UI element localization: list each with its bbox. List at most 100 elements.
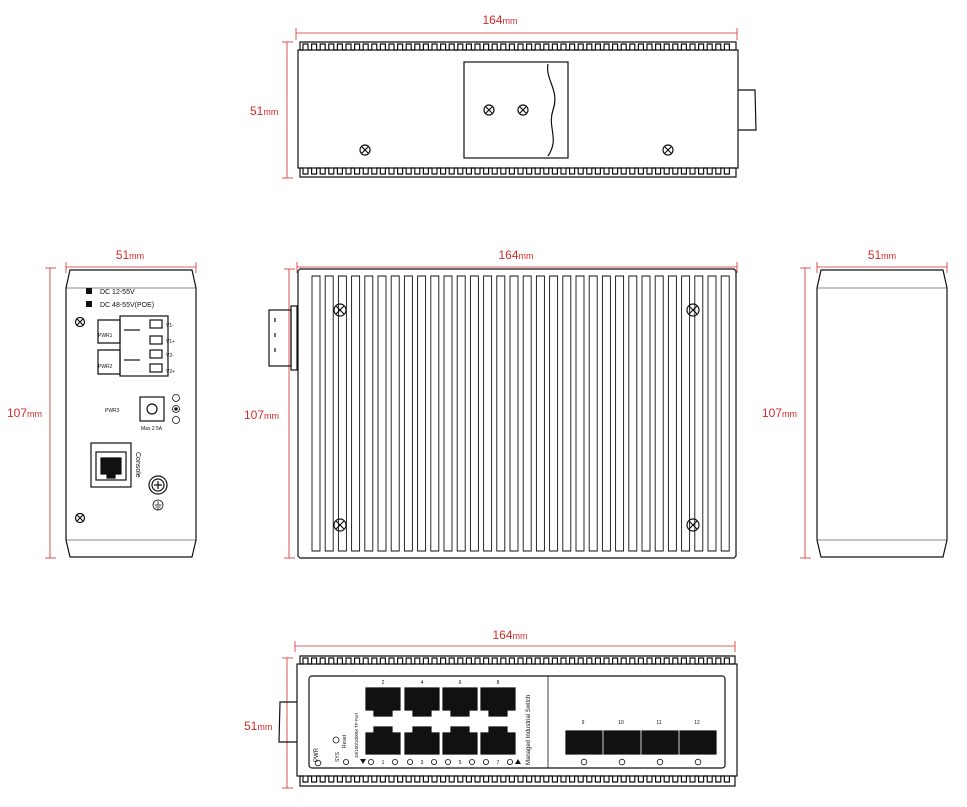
top-view-fin-row-lower bbox=[300, 167, 736, 175]
rj45-speed-led bbox=[468, 759, 475, 766]
heatsink-fin bbox=[324, 275, 334, 552]
top-view-height-dimension: 51mm bbox=[250, 41, 293, 179]
fin-outline bbox=[300, 657, 735, 665]
top-view-screw bbox=[517, 104, 529, 116]
port-view-fin-row-upper bbox=[300, 657, 735, 665]
svg-text:51mm: 51mm bbox=[868, 248, 896, 262]
sfp-led bbox=[694, 758, 702, 766]
rj45-port-label-bottom: 7 bbox=[497, 760, 500, 766]
port-panel-bezel bbox=[308, 675, 726, 769]
svg-text:164mm: 164mm bbox=[482, 13, 517, 27]
heatsink-fin bbox=[575, 275, 585, 552]
pwr-led bbox=[314, 759, 322, 767]
rj45-port[interactable] bbox=[480, 726, 516, 755]
svg-text:107mm: 107mm bbox=[7, 406, 42, 420]
pwr-led-label: PWR bbox=[314, 747, 320, 762]
rj45-port-label-bottom: 5 bbox=[459, 760, 462, 766]
front-view-width-dimension: 164mm bbox=[296, 248, 738, 273]
rj45-port[interactable] bbox=[442, 687, 478, 717]
rj45-port[interactable] bbox=[365, 726, 401, 755]
heatsink-fin bbox=[509, 275, 519, 552]
sfp-led bbox=[580, 758, 588, 766]
heatsink-fin bbox=[694, 275, 704, 552]
heatsink-fin bbox=[667, 275, 677, 552]
port-view-height-dimension: 51mm bbox=[244, 657, 293, 789]
svg-text:107mm: 107mm bbox=[244, 408, 279, 422]
heatsink-fin bbox=[456, 275, 466, 552]
heatsink-fin bbox=[654, 275, 664, 552]
rj45-port-label-bottom: 1 bbox=[382, 760, 385, 766]
right-height-unit: mm bbox=[782, 409, 797, 419]
port-height-value: 51 bbox=[244, 719, 258, 733]
top-view: 164mm 51mm bbox=[250, 13, 757, 179]
v1-plus-label: V1+ bbox=[166, 339, 175, 345]
port-view-width-dimension: 164mm bbox=[294, 628, 736, 652]
heatsink-fin bbox=[562, 275, 572, 552]
sfp-port[interactable] bbox=[565, 730, 603, 755]
din-rail-side bbox=[268, 305, 298, 371]
heatsink-fin bbox=[720, 275, 730, 552]
console-label: Console bbox=[134, 452, 141, 478]
rj45-link-led bbox=[406, 759, 413, 766]
tp-port-type-label: 10/100/1000M TP Port bbox=[354, 712, 359, 758]
console-port bbox=[90, 442, 132, 488]
top-width-value: 164 bbox=[482, 13, 502, 27]
heatsink-fin bbox=[469, 275, 479, 552]
heatsink-fin bbox=[483, 275, 493, 552]
svg-text:51mm: 51mm bbox=[116, 248, 144, 262]
heatsink-fin bbox=[615, 275, 625, 552]
left-view-screw bbox=[74, 512, 86, 524]
top-view-screw bbox=[359, 144, 371, 156]
rj45-port-label-top: 8 bbox=[497, 680, 500, 686]
dc-12-55v-label: DC 12-55V bbox=[100, 289, 135, 296]
pwr1-label: PWR1 bbox=[98, 333, 113, 339]
rj45-port[interactable] bbox=[442, 726, 478, 755]
heatsink-fin bbox=[417, 275, 427, 552]
svg-text:51mm: 51mm bbox=[250, 104, 278, 118]
top-view-side-tab bbox=[738, 89, 757, 131]
rj45-link-led bbox=[367, 759, 374, 766]
sfp-led bbox=[618, 758, 626, 766]
rj45-port[interactable] bbox=[404, 687, 440, 717]
sys-led-label: SYS bbox=[335, 751, 341, 762]
heatsink-fin bbox=[641, 275, 651, 552]
arrow-up-icon bbox=[515, 759, 521, 764]
dc-jack bbox=[139, 396, 165, 422]
port-view-side-tab bbox=[278, 701, 297, 743]
sfp-port[interactable] bbox=[641, 730, 679, 755]
left-view-width-dimension: 51mm bbox=[65, 248, 197, 273]
heatsink-fin bbox=[549, 275, 559, 552]
heatsink-fin bbox=[390, 275, 400, 552]
top-height-value: 51 bbox=[250, 104, 264, 118]
rj45-speed-led bbox=[391, 759, 398, 766]
heatsink-fin bbox=[707, 275, 717, 552]
rj45-port-label-top: 2 bbox=[382, 680, 385, 686]
rj45-port[interactable] bbox=[365, 687, 401, 717]
top-width-unit: mm bbox=[503, 16, 518, 26]
front-view-screw bbox=[333, 518, 347, 532]
din-rail-clip bbox=[463, 61, 569, 159]
heatsink-fin bbox=[522, 275, 532, 552]
ground-screw bbox=[148, 475, 168, 495]
rj45-link-led bbox=[444, 759, 451, 766]
heatsink-fin bbox=[403, 275, 413, 552]
svg-text:164mm: 164mm bbox=[492, 628, 527, 642]
reset-button[interactable] bbox=[332, 736, 340, 744]
v1-minus-label: V1- bbox=[166, 323, 174, 329]
rj45-port[interactable] bbox=[404, 726, 440, 755]
heatsink-fin bbox=[681, 275, 691, 552]
rj45-port[interactable] bbox=[480, 687, 516, 717]
terminal-block bbox=[97, 315, 169, 377]
rj45-port-label-bottom: 3 bbox=[421, 760, 424, 766]
sfp-port[interactable] bbox=[679, 730, 717, 755]
top-height-unit: mm bbox=[263, 107, 278, 117]
fin-outline bbox=[300, 775, 735, 783]
rj45-speed-led bbox=[430, 759, 437, 766]
front-width-value: 164 bbox=[498, 248, 518, 262]
right-view-width-dimension: 51mm bbox=[816, 248, 948, 273]
front-view-body bbox=[297, 268, 737, 559]
left-width-value: 51 bbox=[116, 248, 130, 262]
sfp-port[interactable] bbox=[603, 730, 641, 755]
v2-plus-label: V2+ bbox=[166, 369, 175, 375]
